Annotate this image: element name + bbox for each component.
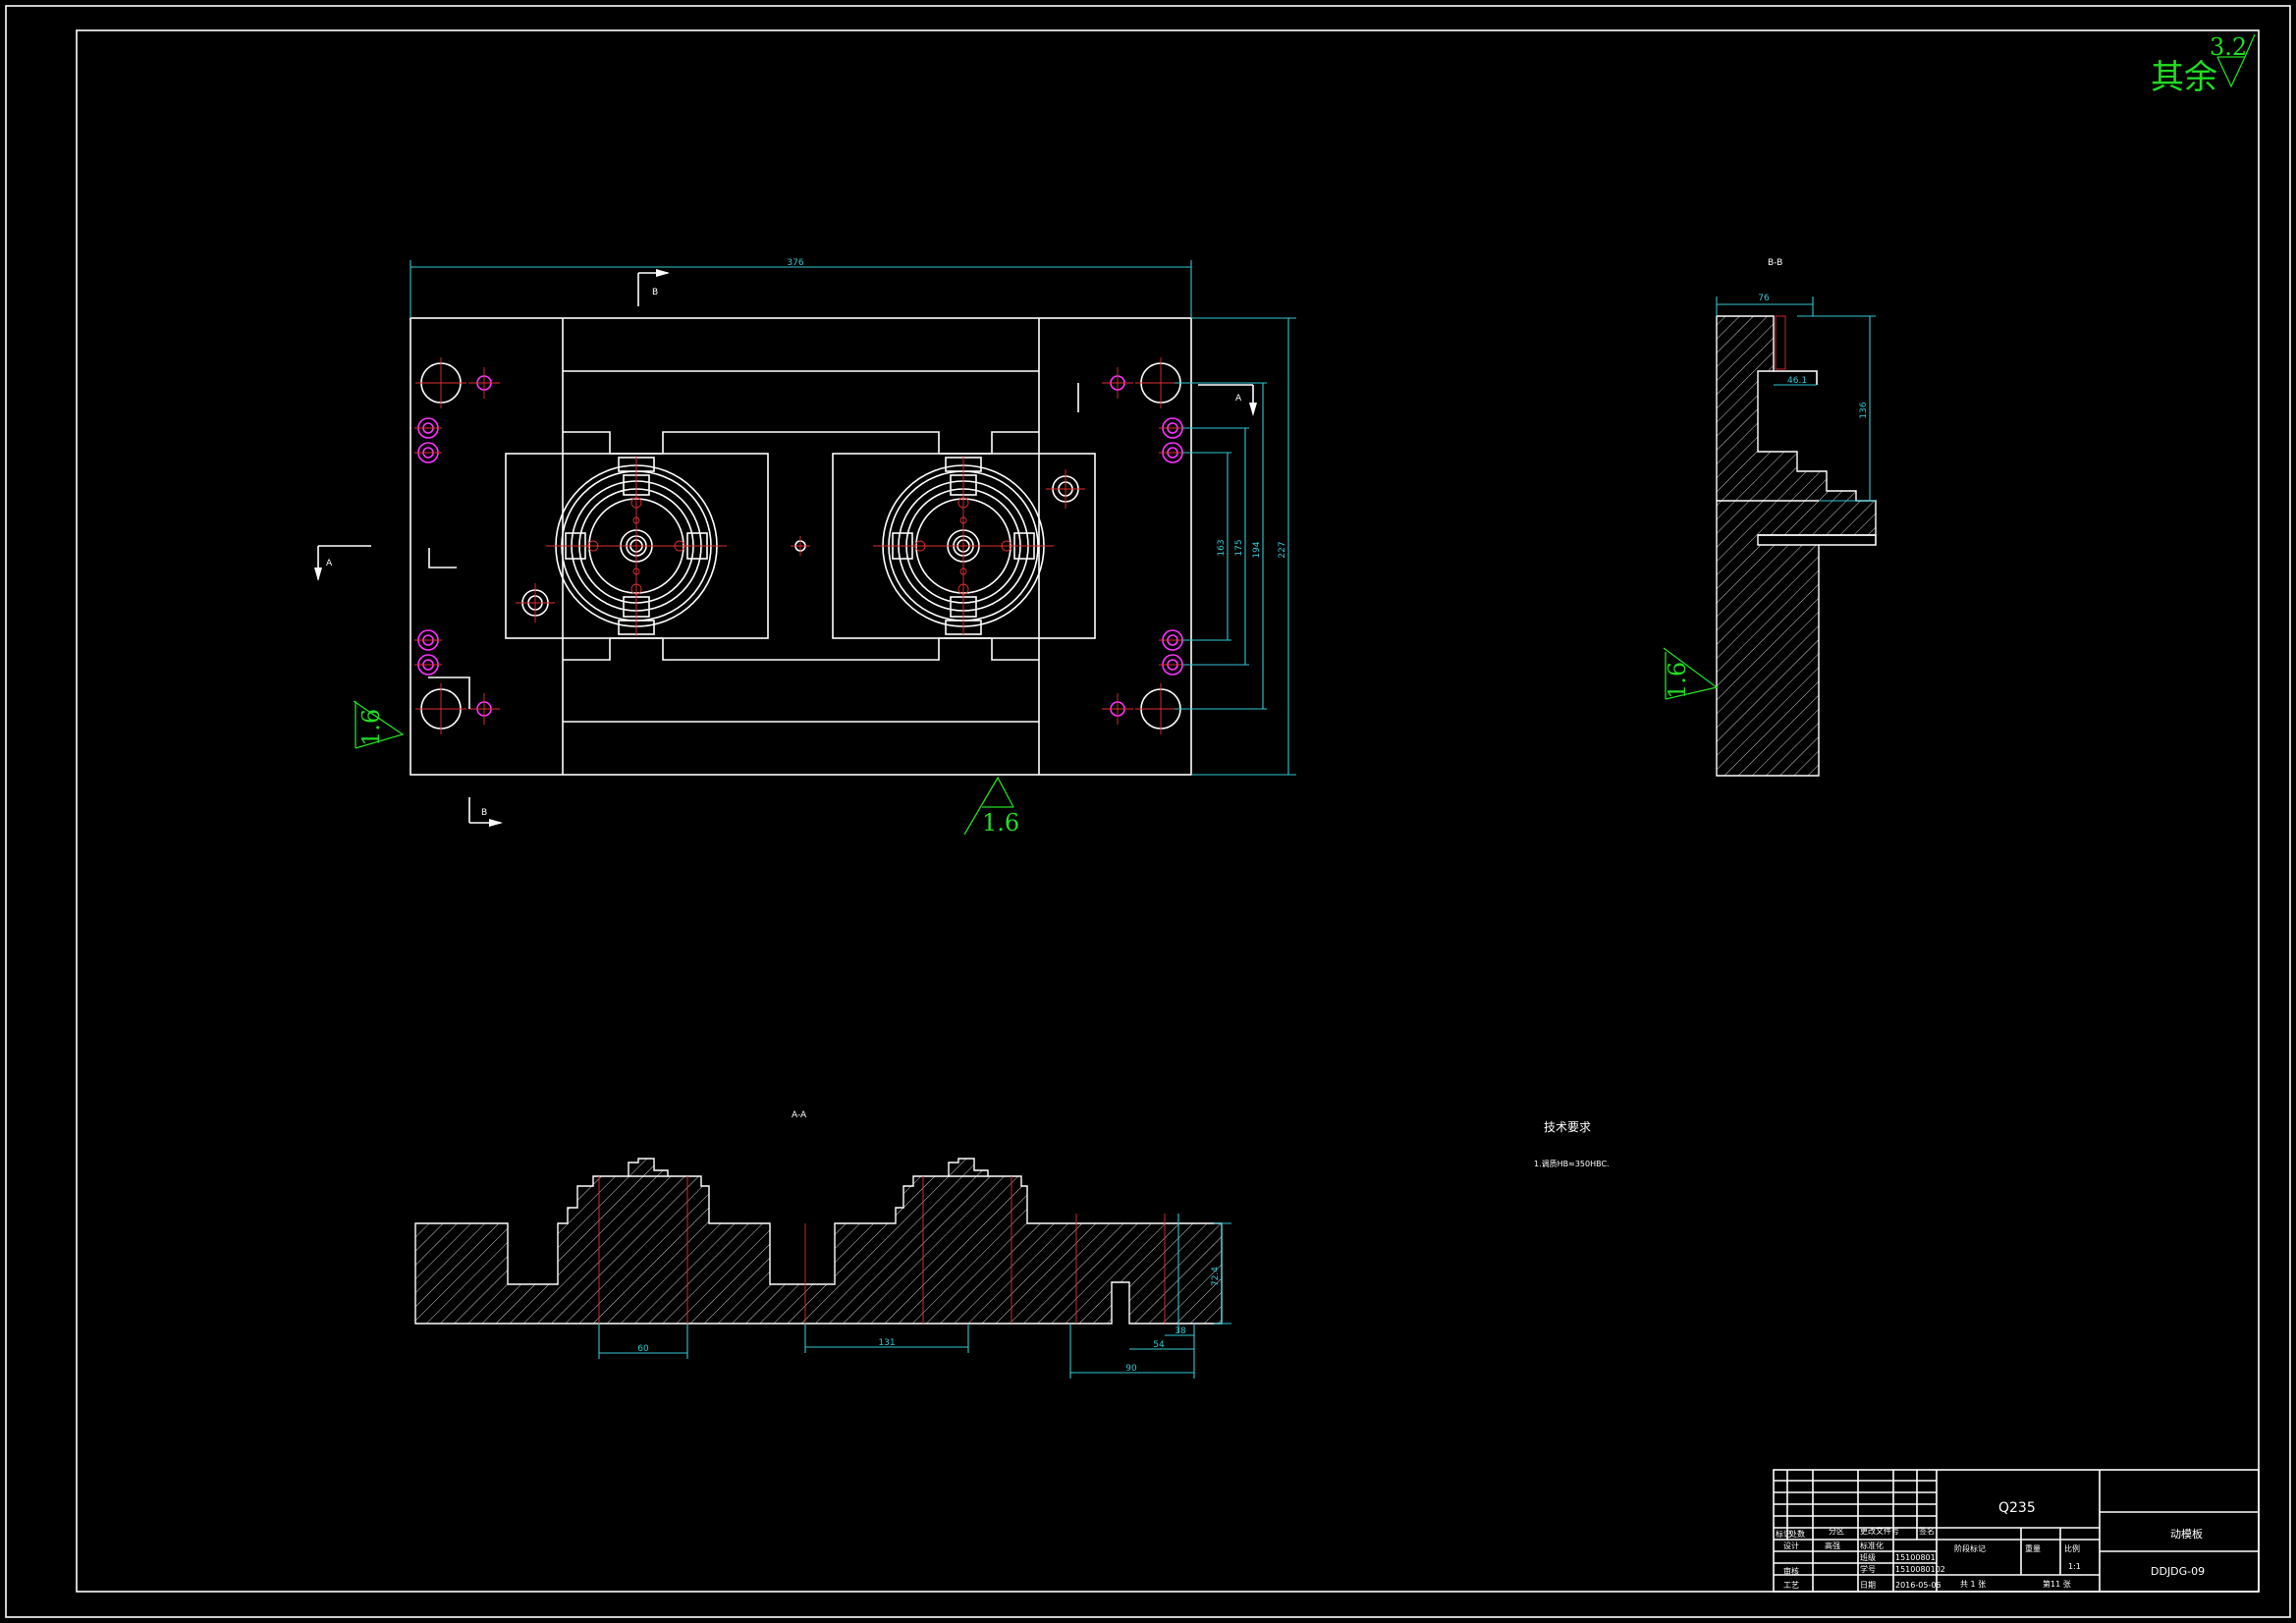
roughness-bottom: 1.6 — [963, 776, 1019, 837]
thread-hole — [1159, 654, 1186, 676]
svg-text:227: 227 — [1278, 541, 1287, 558]
svg-text:131: 131 — [878, 1338, 895, 1348]
svg-text:标准化: 标准化 — [1860, 1541, 1884, 1550]
screw-mark — [1102, 693, 1133, 725]
dimension-right-1: 194 — [1175, 382, 1267, 710]
svg-text:1.6: 1.6 — [357, 709, 385, 746]
svg-text:分区: 分区 — [1829, 1527, 1844, 1536]
section-arrow-right: A — [1198, 384, 1257, 416]
svg-text:标记: 标记 — [1776, 1529, 1791, 1539]
svg-text:136: 136 — [1859, 402, 1869, 418]
section-arrow-left: A — [314, 545, 371, 581]
svg-text:46.1: 46.1 — [1787, 376, 1807, 386]
svg-text:班级: 班级 — [1860, 1552, 1876, 1562]
svg-text:A-A: A-A — [792, 1110, 807, 1120]
side-section-view: B-B — [1716, 258, 1877, 777]
drawing-frame — [76, 29, 2260, 1593]
front-view — [410, 317, 1192, 776]
svg-text:175: 175 — [1234, 539, 1244, 556]
svg-text:90: 90 — [1125, 1364, 1137, 1374]
guide-hole-tl — [415, 357, 466, 408]
roughness-prefix: 其余 — [2151, 58, 2217, 97]
svg-text:第11 张: 第11 张 — [2043, 1579, 2071, 1589]
svg-text:共 1 张: 共 1 张 — [1960, 1580, 1986, 1589]
thread-hole — [414, 629, 442, 651]
svg-text:376: 376 — [787, 258, 803, 268]
svg-text:日期: 日期 — [1860, 1581, 1876, 1590]
svg-text:签名: 签名 — [1919, 1526, 1935, 1536]
svg-text:1510080102: 1510080102 — [1895, 1565, 1945, 1574]
svg-text:2016-05-06: 2016-05-06 — [1895, 1581, 1941, 1590]
sprue-center — [791, 536, 810, 556]
cavity-right — [873, 456, 1054, 636]
thread-hole — [414, 442, 442, 463]
svg-text:B: B — [481, 808, 487, 818]
bottom-dimensions: 72.4 60 131 38 54 90 — [598, 1222, 1231, 1379]
outer-sheet-border — [5, 5, 2291, 1618]
svg-text:重量: 重量 — [2025, 1543, 2041, 1553]
svg-text:阶段标记: 阶段标记 — [1954, 1543, 1986, 1553]
part-name: 动模板 — [2170, 1527, 2203, 1541]
dimension-top-width: 376 — [410, 258, 1192, 318]
svg-text:A: A — [326, 559, 333, 568]
roughness-value: 3.2 — [2210, 33, 2247, 61]
svg-text:B-B: B-B — [1768, 258, 1782, 268]
dimension-right-3: 163 — [1182, 452, 1231, 641]
thread-hole — [1159, 629, 1186, 651]
svg-text:38: 38 — [1175, 1326, 1186, 1336]
svg-text:B: B — [652, 288, 658, 298]
svg-text:194: 194 — [1252, 541, 1262, 558]
side-dimensions: 76 46.1 136 — [1716, 294, 1876, 501]
plate-outline — [410, 317, 1192, 776]
roughness-left: 1.6 — [353, 700, 405, 749]
section-arrow-top: B — [637, 269, 670, 306]
general-roughness: 其余 3.2 — [2151, 33, 2256, 97]
cavity-box-right — [832, 453, 1096, 639]
svg-text:更改文件号: 更改文件号 — [1860, 1526, 1899, 1536]
tech-requirements: 技术要求 1.调质HB≈350HBC. — [1534, 1120, 1610, 1168]
bottom-section-view: A-A — [414, 1110, 1223, 1333]
guide-hole-bl — [415, 683, 466, 734]
svg-text:60: 60 — [637, 1344, 649, 1354]
thread-hole — [414, 654, 442, 676]
drawing-number: DDJDG-09 — [2151, 1565, 2205, 1578]
svg-text:72.4: 72.4 — [1211, 1267, 1221, 1286]
screw-hole-small-right — [1046, 469, 1085, 509]
dimension-right-outer: 227 — [1191, 317, 1296, 776]
svg-text:技术要求: 技术要求 — [1544, 1120, 1591, 1134]
thread-hole — [414, 417, 442, 439]
cavity-left — [546, 456, 727, 636]
svg-text:15100801: 15100801 — [1895, 1553, 1936, 1562]
svg-text:审核: 审核 — [1783, 1566, 1799, 1576]
svg-text:处数: 处数 — [1789, 1529, 1805, 1539]
thread-hole — [1159, 442, 1186, 463]
thread-hole — [1159, 417, 1186, 439]
svg-text:1:1: 1:1 — [2068, 1562, 2081, 1571]
section-arrow-bottom: B — [468, 797, 503, 827]
screw-mark — [1102, 367, 1133, 399]
svg-text:高强: 高强 — [1825, 1541, 1840, 1550]
screw-mark — [468, 693, 500, 725]
svg-text:76: 76 — [1758, 294, 1770, 303]
svg-text:比例: 比例 — [2064, 1543, 2080, 1553]
svg-text:1.6: 1.6 — [1664, 662, 1691, 699]
cavity-box-left — [505, 453, 769, 639]
screw-hole-small-left — [516, 583, 555, 622]
dimension-right-2: 175 — [1182, 427, 1249, 666]
svg-text:163: 163 — [1217, 539, 1227, 556]
svg-text:1.调质HB≈350HBC.: 1.调质HB≈350HBC. — [1534, 1159, 1610, 1168]
svg-text:工艺: 工艺 — [1783, 1581, 1799, 1590]
screw-mark — [468, 367, 500, 399]
title-block: 标记 处数 分区 更改文件号 签名 设计 高强 标准化 班级 15100801 … — [1773, 1469, 2260, 1593]
material: Q235 — [1998, 1500, 2036, 1516]
svg-text:1.6: 1.6 — [982, 809, 1019, 837]
svg-text:54: 54 — [1153, 1340, 1165, 1350]
svg-text:学号: 学号 — [1860, 1564, 1876, 1574]
svg-text:设计: 设计 — [1783, 1541, 1799, 1550]
svg-text:A: A — [1235, 394, 1242, 404]
roughness-side: 1.6 — [1663, 647, 1719, 700]
